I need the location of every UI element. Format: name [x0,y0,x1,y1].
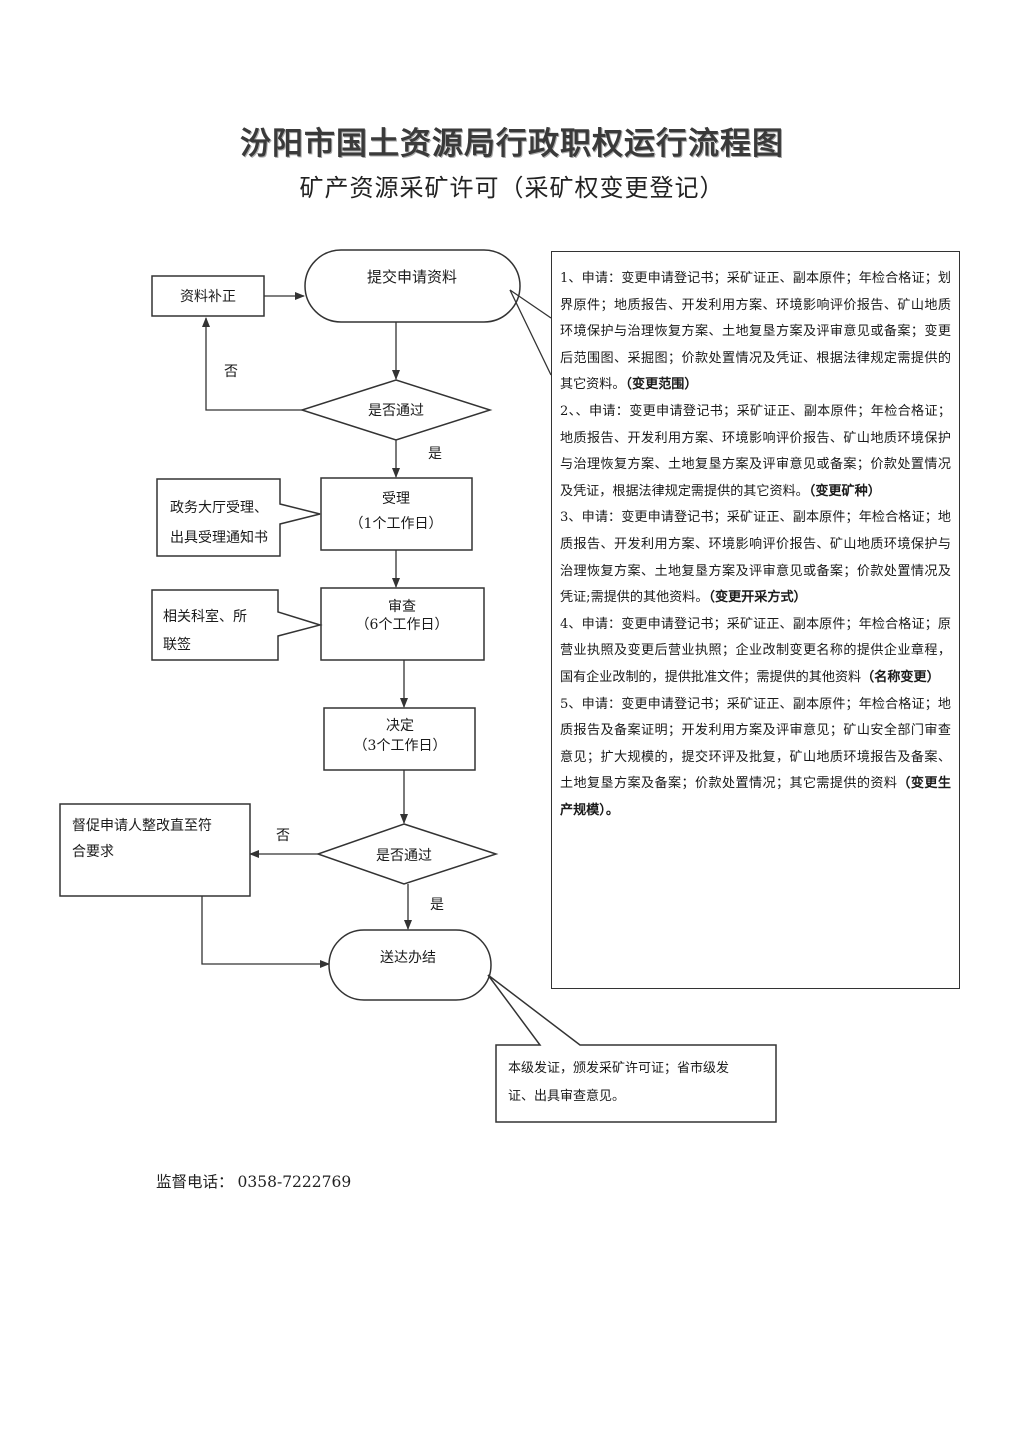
no1-label: 否 [224,364,238,380]
decide-label-2: （3个工作日） [354,738,447,754]
requirement-item: 1、申请：变更申请登记书；采矿证正、副本原件；年检合格证；划界原件；地质报告、开… [560,271,951,393]
requirements-callout [509,289,552,376]
supplement-node [151,275,265,317]
decide-label-1: 决定 [386,718,414,734]
requirement-item: 4、申请：变更申请登记书；采矿证正、副本原件；年检合格证；原营业执照及变更后营业… [560,616,951,685]
check2-node [315,823,499,885]
review-label-1: 审查 [388,599,416,615]
phone-number: 0358-7222769 [237,1173,352,1191]
check1-label: 是否通过 [368,403,424,419]
deliver-node [328,929,492,1001]
check2-label: 是否通过 [376,848,432,864]
deliver-label: 送达办结 [380,950,436,966]
requirement-item: 5、申请：变更申请登记书；采矿证正、副本原件；年检合格证；地质报告及备案证明；开… [560,696,952,818]
requirements-callout-2 [509,289,552,319]
urge-label-1: 督促申请人整改直至符 [72,817,212,834]
submit-node [304,249,521,323]
deliver-note-node [487,974,777,1123]
supervision-phone: 监督电话：0358-7222769 [156,1170,355,1192]
accept-note-node [156,478,321,557]
accept-label-1: 受理 [382,491,410,507]
review-label-2: （6个工作日） [356,617,449,633]
accept-node [320,477,473,551]
review-node [320,587,485,661]
requirements-panel: 1、申请：变更申请登记书；采矿证正、副本原件；年检合格证；划界原件；地质报告、开… [551,251,960,989]
review-note-2: 联签 [163,636,191,653]
page-title: 汾阳市国土资源局行政职权运行流程图 [240,126,784,162]
decide-node [323,707,476,771]
phone-label: 监督电话： [156,1173,234,1191]
urge-node [59,803,251,897]
review-note-1: 相关科室、所 [163,608,247,625]
accept-label-2: （1个工作日） [350,516,443,532]
deliver-note-1: 本级发证，颁发采矿许可证；省市级发 [508,1060,729,1076]
accept-note-1: 政务大厅受理、 [170,500,268,516]
requirement-item: 2、、申请：变更申请登记书；采矿证正、副本原件；年检合格证；地质报告、开发利用方… [560,403,951,499]
page-subtitle: 矿产资源采矿许可（采矿权变更登记） [299,174,725,202]
no2-label: 否 [276,828,290,844]
yes2-label: 是 [430,897,444,913]
arrow-urge-deliver [201,896,330,968]
supplement-label: 资料补正 [180,289,236,305]
arrow-check1-no [202,317,302,411]
yes1-label: 是 [428,446,442,462]
requirement-item: 3、申请：变更申请登记书；采矿证正、副本原件；年检合格证；地质报告、开发利用方案… [560,510,951,606]
submit-label: 提交申请资料 [367,268,457,286]
deliver-note-2: 证、出具审查意见。 [508,1088,625,1104]
urge-label-2: 合要求 [72,844,114,860]
review-note-node [151,589,323,661]
accept-note-2: 出具受理通知书 [170,529,268,546]
